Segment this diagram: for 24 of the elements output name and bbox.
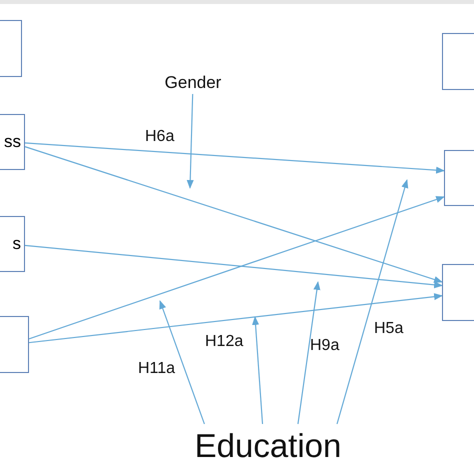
variable-box: ss [0, 114, 25, 170]
hypothesis-label: H5a [374, 321, 404, 337]
arrow [336, 179, 408, 424]
arrow [24, 244, 443, 288]
hypothesis-label: H11a [138, 361, 176, 377]
hypothesis-label: H9a [310, 338, 340, 354]
hypothesis-label: H12a [205, 334, 244, 350]
arrow [186, 94, 194, 189]
variable-box [442, 264, 474, 321]
variable-box: s [0, 216, 25, 272]
variable-box [442, 33, 474, 90]
arrow [159, 300, 205, 424]
variable-box [444, 150, 474, 206]
moderator-label: Gender [158, 70, 228, 94]
arrow [252, 316, 264, 424]
hypothesis-label: H6a [145, 129, 174, 145]
arrow [24, 146, 443, 283]
variable-box [0, 316, 29, 373]
arrow [28, 293, 443, 344]
moderator-label: Education [196, 424, 340, 466]
arrow [24, 142, 445, 174]
variable-box [0, 20, 22, 77]
arrow [297, 281, 320, 424]
arrow [28, 196, 445, 340]
